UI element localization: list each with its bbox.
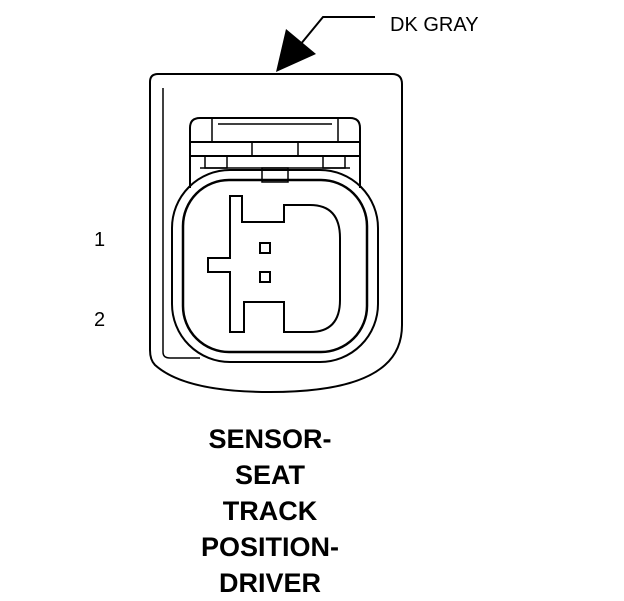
terminal-pin-2 <box>259 271 271 283</box>
color-leader <box>276 16 375 72</box>
connector-outer-body <box>149 73 403 394</box>
mating-face-shroud-inner <box>181 178 369 354</box>
wire-color-label: DK GRAY <box>390 14 479 36</box>
terminal-pin-1 <box>259 242 271 254</box>
latch-tab-left <box>204 155 228 169</box>
latch-tab-right <box>322 155 346 169</box>
connector-title: SENSOR- SEAT TRACK POSITION- DRIVER <box>150 421 390 601</box>
connector-outer-lip <box>162 88 200 359</box>
latch-center-block <box>251 141 299 157</box>
latch-outline <box>189 117 361 188</box>
mating-face-shroud-outer <box>171 169 379 363</box>
latch-housing <box>189 117 361 188</box>
title-line: SEAT <box>234 460 305 490</box>
leader-line <box>299 16 375 46</box>
title-line: TRACK <box>222 496 318 526</box>
leader-arrowhead <box>276 29 316 72</box>
pin-number-1: 1 <box>94 229 106 251</box>
terminal-cavity <box>207 195 341 333</box>
pin-number-2: 2 <box>94 309 106 331</box>
title-line: DRIVER <box>218 568 321 598</box>
title-line: POSITION- <box>200 532 339 562</box>
title-line: SENSOR- <box>208 424 332 454</box>
